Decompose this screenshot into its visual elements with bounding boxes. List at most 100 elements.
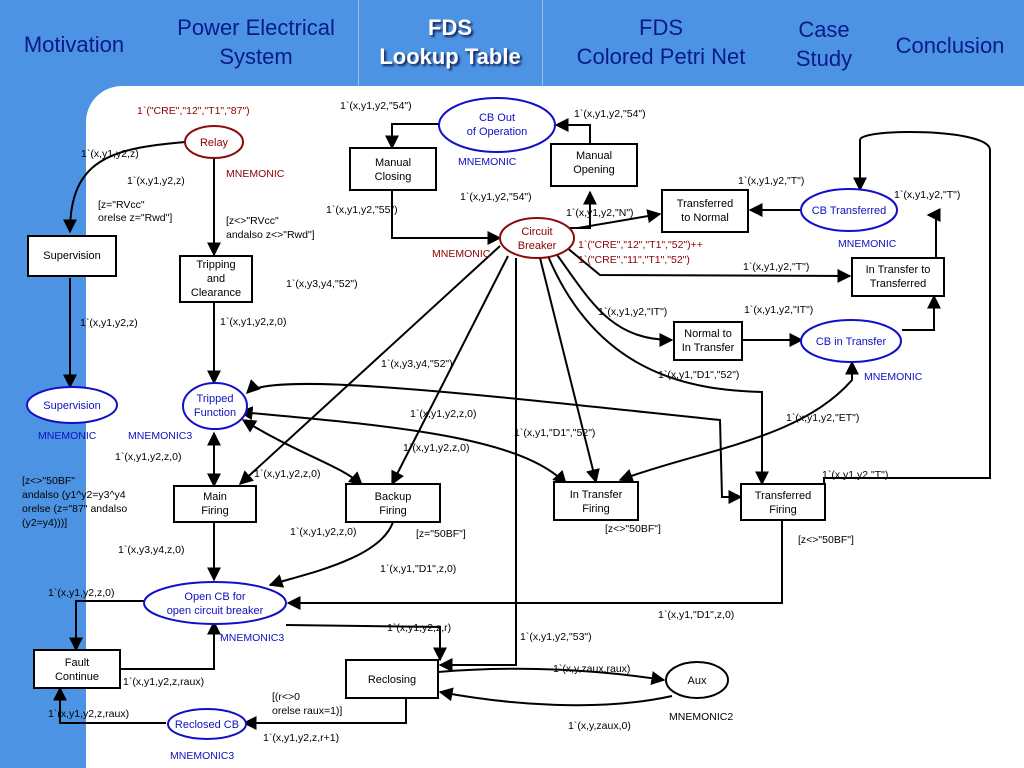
guard-label: [z<>"50BF"] <box>798 534 854 546</box>
arc-label: 1`(x,y1,y2,z) <box>127 175 185 187</box>
svg-text:In Transfer: In Transfer <box>570 489 623 501</box>
transition-in-transfer-firing: In Transfer Firing <box>553 481 639 521</box>
arc-label: 1`(x,y1,y2,"T") <box>894 189 960 201</box>
svg-text:Tripped: Tripped <box>197 393 234 405</box>
arc-label: 1`(x,y1,y2,z,raux) <box>48 708 129 720</box>
mnemonic-cb-out: MNEMONIC <box>458 156 517 168</box>
place-circuit-breaker: Circuit Breaker <box>499 217 575 259</box>
tab-conclusion[interactable]: Conclusion <box>895 33 1005 58</box>
arc-label: 1`(x,y1,y2,"IT") <box>598 306 667 318</box>
svg-text:Open CB for: Open CB for <box>184 591 245 603</box>
svg-text:Manual: Manual <box>576 150 612 162</box>
arc-transferred-opencb <box>286 518 783 610</box>
arc-backup-opencb <box>268 521 394 588</box>
svg-text:Firing: Firing <box>582 503 610 515</box>
arc-reclosed-fault <box>53 686 166 724</box>
arc-relay-supervision <box>63 141 187 234</box>
mnemonic-tripped-function: MNEMONIC3 <box>128 430 192 442</box>
transition-transferred-to-normal: Transferred to Normal <box>661 189 749 233</box>
svg-text:Normal to: Normal to <box>684 328 732 340</box>
transition-manual-closing: Manual Closing <box>349 147 437 191</box>
mnemonic-open-cb: MNEMONIC3 <box>220 632 284 644</box>
arc-label: 1`(x,y1,y2,z) <box>81 148 139 160</box>
mnemonic-supervision: MNEMONIC <box>38 430 97 442</box>
mnemonic-reclosed-cb: MNEMONIC3 <box>170 750 234 762</box>
arc-cbintransfer-itt <box>902 294 941 331</box>
svg-text:CB Out: CB Out <box>479 112 515 124</box>
arc-label: 1`(x,y1,y2,"54") <box>574 108 646 120</box>
svg-text:Function: Function <box>194 407 236 419</box>
guard-label: [z<>"50BF" <box>22 475 75 487</box>
transition-fault-continue: Fault Continue <box>33 649 121 689</box>
svg-text:Tripping: Tripping <box>196 259 235 271</box>
arc-reclosing-reclosed <box>242 698 407 730</box>
arc-label: 1`(x,y1,y2,"55") <box>326 204 398 216</box>
svg-text:Relay: Relay <box>200 137 229 149</box>
arc-label: 1`(x,y1,y2,z,0) <box>290 526 357 538</box>
svg-text:Clearance: Clearance <box>191 287 241 299</box>
guard-label: andalso (y1^y2=y3^y4 <box>22 489 126 501</box>
arc-cb-itf <box>539 257 600 484</box>
arc-cb-manualopening <box>570 190 597 229</box>
arc-cb-intransfer2transferred <box>559 241 852 283</box>
arc-fault-opencb <box>108 620 221 670</box>
svg-text:Fault: Fault <box>65 657 89 669</box>
tab-power-electrical-system[interactable]: Power Electrical System <box>177 15 335 69</box>
svg-text:In Transfer to: In Transfer to <box>866 264 931 276</box>
svg-text:Firing: Firing <box>769 504 797 516</box>
svg-text:to Normal: to Normal <box>681 212 729 224</box>
guard-label: orelse raux=1)] <box>272 705 342 717</box>
arc-cb-backup <box>391 255 509 486</box>
mnemonic-relay: MNEMONIC <box>226 168 285 180</box>
transition-reclosing: Reclosing <box>345 659 439 699</box>
place-aux: Aux <box>665 661 729 699</box>
guard-label: (y2=y4)))] <box>22 517 67 529</box>
transition-in-transfer-to-transferred: In Transfer to Transferred <box>851 257 945 297</box>
mnemonic-cb-transferred: MNEMONIC <box>838 238 897 250</box>
guard-label: [z<>"RVcc" <box>226 215 279 227</box>
arc-itt-cbtransferred <box>926 208 941 258</box>
transition-main-firing: Main Firing <box>173 485 257 523</box>
nav-divider <box>358 0 359 86</box>
arc-label: 1`(x,y1,"D1","52") <box>514 427 595 439</box>
place-cb-in-transfer: CB in Transfer <box>800 319 902 363</box>
svg-text:Supervision: Supervision <box>43 250 100 262</box>
arc-aux-reclosing <box>438 687 673 707</box>
arc-label: 1`(x,y,zaux,0) <box>568 720 631 732</box>
arc-inscriptions: 1`("CRE","12","T1","87") 1`("CRE","12","… <box>22 100 960 744</box>
svg-text:Manual: Manual <box>375 157 411 169</box>
arc-label: 1`(x,y1,"D1",z,0) <box>658 609 734 621</box>
arc-label: 1`(x,y1,y2,"N") <box>566 207 634 219</box>
arc-label: 1`(x,y1,y2,z,r) <box>387 622 451 634</box>
svg-text:CB Transferred: CB Transferred <box>812 205 887 217</box>
svg-text:Reclosing: Reclosing <box>368 674 416 686</box>
arc-label: 1`(x,y1,y2,"IT") <box>744 304 813 316</box>
arc-label: 1`(x,y1,y2,z,0) <box>254 468 321 480</box>
arc-manualopening-cbout <box>554 118 591 144</box>
place-reclosed-cb: Reclosed CB <box>167 708 247 740</box>
arc-cbout-manualclosing <box>385 123 440 150</box>
arc-label: 1`(x,y3,y4,"52") <box>286 278 358 290</box>
guard-label: [z="RVcc" <box>98 199 145 211</box>
transition-backup-firing: Backup Firing <box>345 483 441 523</box>
transition-normal-to-in-transfer: Normal to In Transfer <box>673 321 743 361</box>
arc-label: 1`(x,y1,"D1",z,0) <box>380 563 456 575</box>
arc-reclosing-aux <box>437 667 666 685</box>
svg-text:CB in Transfer: CB in Transfer <box>816 336 887 348</box>
arc-label: 1`(x,y1,y2,z,0) <box>115 451 182 463</box>
svg-text:open circuit breaker: open circuit breaker <box>167 605 264 617</box>
svg-text:Closing: Closing <box>375 171 412 183</box>
mnemonic-circuit-breaker: MNEMONIC <box>432 248 491 260</box>
tab-fds-lookup-table[interactable]: FDS Lookup Table <box>379 15 521 69</box>
arc-label: 1`(x,y1,y2,"T") <box>822 469 888 481</box>
svg-text:of Operation: of Operation <box>467 126 528 138</box>
tab-case-study[interactable]: Case Study <box>795 17 853 71</box>
tab-fds-colored-petri-net[interactable]: FDS Colored Petri Net <box>576 15 746 69</box>
arc-label: 1`(x,y1,y2,z,r+1) <box>263 732 339 744</box>
arc-cbtransferred-tf <box>823 131 991 490</box>
svg-text:Continue: Continue <box>55 671 99 683</box>
tab-motivation[interactable]: Motivation <box>23 32 125 57</box>
transition-manual-opening: Manual Opening <box>550 143 638 187</box>
arc-label: 1`(x,y1,y2,"53") <box>520 631 592 643</box>
guard-label: andalso z<>"Rwd"] <box>226 229 315 241</box>
